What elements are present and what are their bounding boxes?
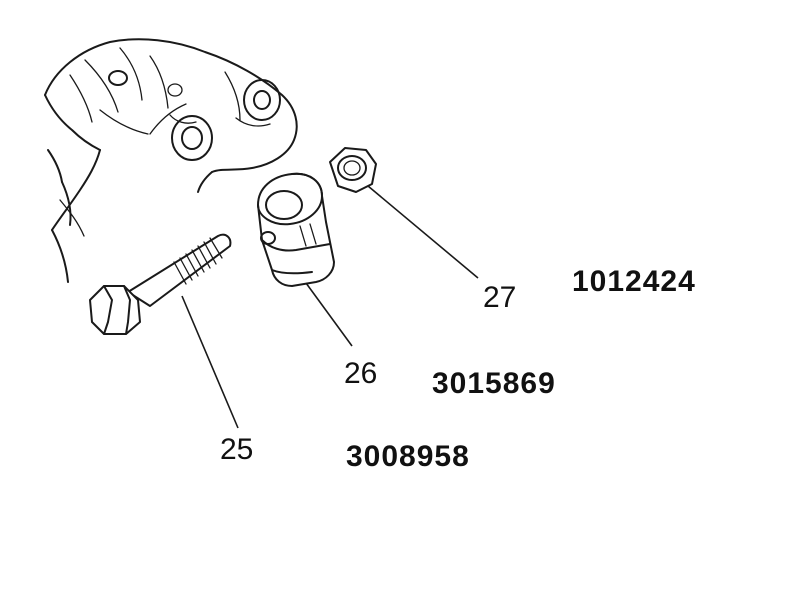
part-number-clamp: 3015869 xyxy=(432,367,556,400)
leader-line-bolt xyxy=(181,295,239,429)
housing-casting xyxy=(44,38,298,283)
callout-25: 25 xyxy=(220,433,253,466)
clamp-block-part xyxy=(257,172,335,287)
callout-27: 27 xyxy=(483,281,516,314)
leader-line-nut xyxy=(367,185,479,279)
part-number-bolt: 3008958 xyxy=(346,440,470,473)
leader-line-clamp xyxy=(305,282,353,347)
hex-nut-part xyxy=(329,147,377,193)
part-number-nut: 1012424 xyxy=(572,265,696,298)
callout-26: 26 xyxy=(344,357,377,390)
hex-bolt-part xyxy=(89,233,232,335)
